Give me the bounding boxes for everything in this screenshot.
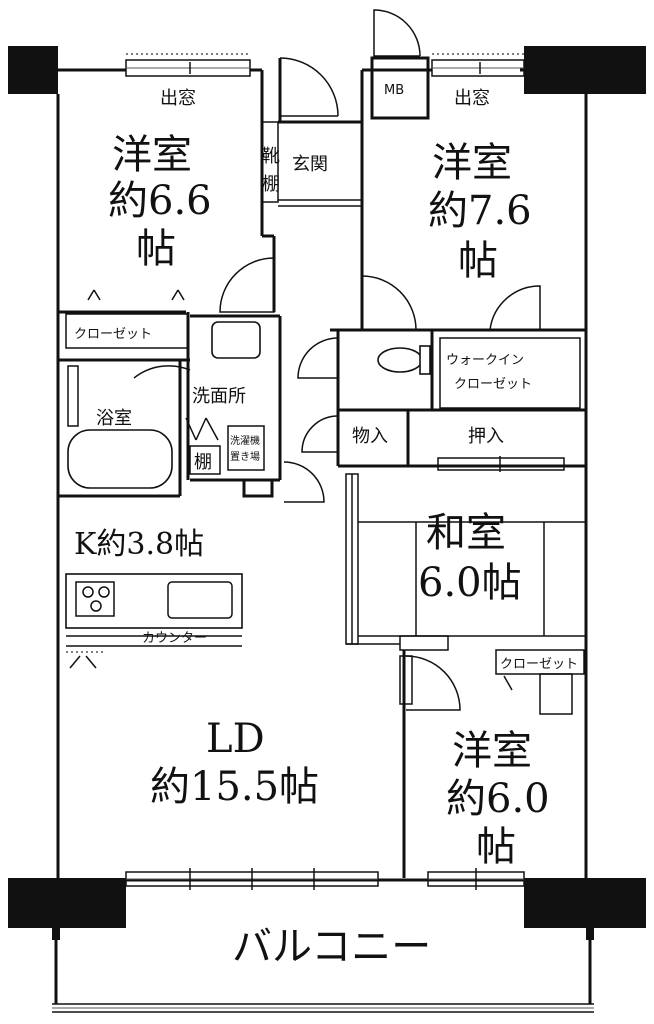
room-se-size: 約6.0: [446, 776, 550, 822]
room-ne-size: 約7.6: [428, 188, 532, 234]
bath-wash-block: [58, 314, 325, 503]
column-bottom-right: [524, 878, 646, 928]
wic-label-1: ウォークイン: [446, 353, 524, 368]
washer-label-2: 置き場: [230, 450, 260, 463]
column-bottom-left: [8, 878, 126, 928]
storage-block: [301, 410, 586, 472]
bay-window-label-right: 出窓: [454, 88, 490, 109]
balcony: [52, 926, 594, 1013]
room-se-name: 洋室: [452, 728, 532, 774]
storage-label: 物入: [352, 426, 388, 447]
balcony-label: バルコニー: [232, 924, 431, 970]
japanese-room-size: 6.0帖: [418, 560, 522, 606]
ld-name: LD: [206, 716, 265, 762]
shoe-cabinet-label-1: 靴: [262, 146, 280, 167]
closet-nw-label: クローゼット: [74, 327, 152, 342]
japanese-room-name: 和室: [426, 510, 506, 556]
wic-label-2: クローゼット: [454, 377, 532, 392]
room-nw-walls: [58, 257, 275, 480]
entrance-area: [261, 57, 362, 207]
room-ne-name: 洋室: [432, 140, 512, 186]
toilet-icon: [377, 347, 423, 373]
entrance-label: 玄関: [292, 154, 328, 175]
shoe-cabinet-label-2: 棚: [262, 174, 280, 195]
kitchen-label: K約3.8帖: [74, 527, 204, 562]
bathroom-label: 浴室: [96, 408, 132, 429]
room-nw-name: 洋室: [112, 132, 192, 178]
closet-se-label: クローゼット: [500, 657, 578, 672]
room-ne-walls: [330, 275, 586, 332]
washbasin-icon: [211, 321, 261, 359]
shelf-label: 棚: [194, 452, 212, 473]
kitchen-block: [65, 573, 243, 669]
column-top-right: [524, 46, 646, 94]
room-nw-unit: 帖: [136, 226, 176, 272]
room-se-unit: 帖: [476, 824, 516, 870]
column-top-left: [8, 46, 58, 94]
stove-burner-icon: [82, 586, 94, 598]
bay-window-label-left: 出窓: [160, 88, 196, 109]
toilet-block: [297, 330, 586, 412]
bay-window-right: [431, 53, 525, 77]
counter-label: カウンター: [142, 631, 207, 646]
room-nw-size: 約6.6: [108, 178, 212, 224]
meter-box-label: MB: [384, 83, 404, 98]
balcony-windows: [125, 868, 525, 890]
washer-label-1: 洗濯機: [230, 434, 260, 447]
room-ne-unit: 帖: [458, 238, 498, 284]
bay-window-left: [125, 53, 251, 77]
bathtub-icon: [67, 429, 173, 489]
ld-size: 約15.5帖: [150, 764, 319, 810]
room-se-walls: [399, 649, 585, 878]
japanese-room-walls: [345, 473, 586, 651]
sink-icon: [167, 581, 233, 619]
washroom-label: 洗面所: [192, 386, 246, 407]
meter-box: [370, 9, 430, 120]
oshiire-label: 押入: [468, 426, 504, 447]
